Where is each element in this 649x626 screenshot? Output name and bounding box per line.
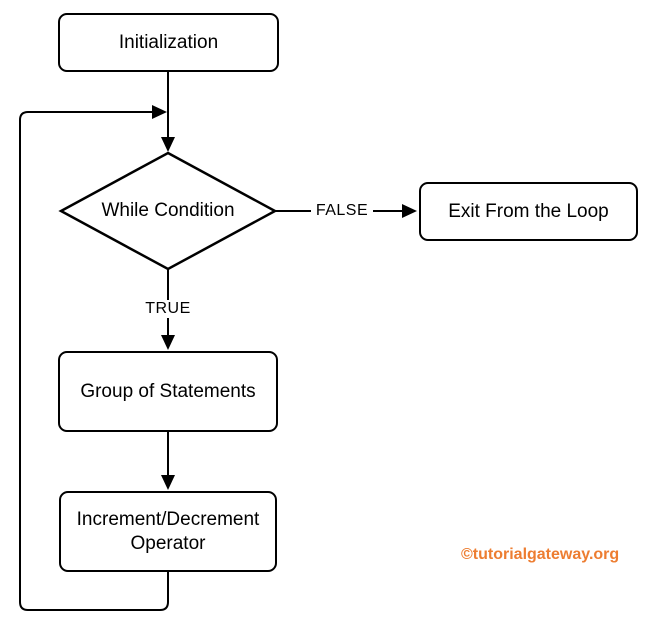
node-group-of-statements: Group of Statements: [58, 351, 278, 432]
watermark-text: ©tutorialgateway.org: [461, 546, 620, 563]
arrowhead-into-group: [161, 335, 175, 350]
while-condition-diamond: [58, 151, 278, 271]
node-while-condition-label: While Condition: [101, 200, 235, 221]
edge-label-false: FALSE: [311, 202, 373, 220]
node-initialization: Initialization: [58, 13, 279, 72]
arrowheads: [152, 105, 417, 490]
node-exit-from-loop: Exit From the Loop: [419, 182, 638, 241]
arrowhead-into-exit: [402, 204, 417, 218]
arrowhead-loop-junction: [152, 105, 167, 119]
arrowhead-into-diamond: [161, 137, 175, 152]
edge-label-true: TRUE: [141, 300, 195, 318]
arrowhead-into-incdec: [161, 475, 175, 490]
edge-loop-back: [19, 111, 169, 611]
node-increment-decrement-operator: Increment/Decrement Operator: [59, 491, 277, 572]
